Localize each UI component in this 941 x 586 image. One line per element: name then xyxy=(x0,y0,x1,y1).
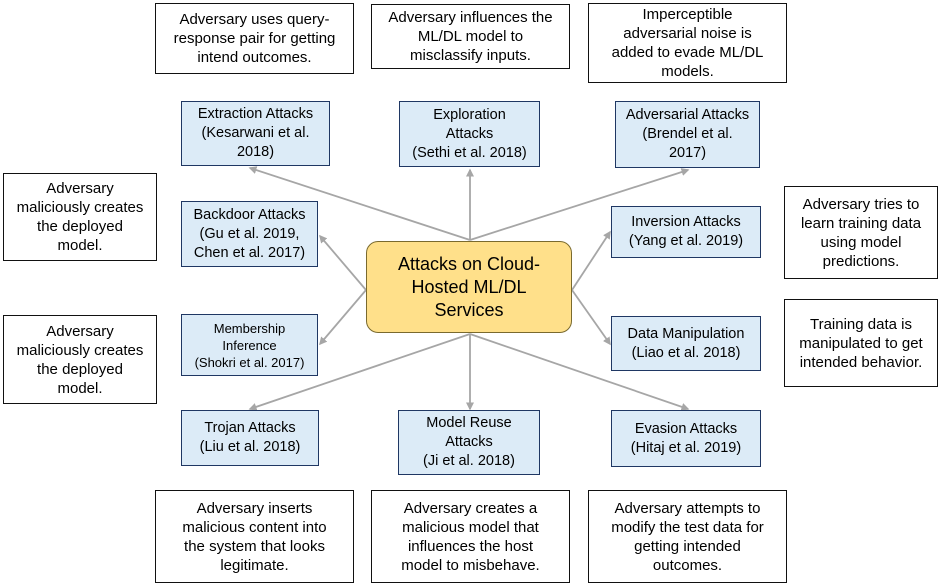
attack-membership: Membership Inference (Shokri et al. 2017… xyxy=(181,314,318,376)
description-inversion: Adversary tries to learn training data u… xyxy=(784,186,938,279)
attack-exploration: Exploration Attacks (Sethi et al. 2018) xyxy=(399,101,540,167)
description-trojan: Adversary inserts malicious content into… xyxy=(155,490,354,583)
description-model-reuse: Adversary creates a malicious model that… xyxy=(371,490,570,583)
attack-model-reuse: Model Reuse Attacks (Ji et al. 2018) xyxy=(398,410,540,475)
arrow-to-adversarial xyxy=(469,168,690,241)
attack-data-manipulation: Data Manipulation (Liao et al. 2018) xyxy=(611,316,761,371)
attack-trojan: Trojan Attacks (Liu et al. 2018) xyxy=(181,410,319,466)
arrow-to-extraction xyxy=(248,166,471,241)
arrow-to-evasion xyxy=(469,333,690,411)
arrow-to-data-manipulation xyxy=(571,289,611,346)
attack-inversion: Inversion Attacks (Yang et al. 2019) xyxy=(611,206,761,258)
description-exploration: Adversary influences the ML/DL model to … xyxy=(371,4,570,69)
arrow-to-inversion xyxy=(571,230,611,291)
description-backdoor: Adversary maliciously creates the deploy… xyxy=(3,173,157,261)
description-evasion: Adversary attempts to modify the test da… xyxy=(588,490,787,583)
description-data-manipulation: Training data is manipulated to get inte… xyxy=(784,299,938,387)
attack-adversarial: Adversarial Attacks (Brendel et al. 2017… xyxy=(615,101,760,168)
arrow-to-trojan xyxy=(248,333,471,411)
description-membership: Adversary maliciously creates the deploy… xyxy=(3,315,157,404)
description-adversarial: Imperceptible adversarial noise is added… xyxy=(588,3,787,83)
attack-backdoor: Backdoor Attacks (Gu et al. 2019, Chen e… xyxy=(181,201,318,267)
attack-extraction: Extraction Attacks (Kesarwani et al. 201… xyxy=(181,101,330,166)
attack-evasion: Evasion Attacks (Hitaj et al. 2019) xyxy=(611,410,761,467)
arrow-to-membership xyxy=(319,289,367,346)
arrow-to-backdoor xyxy=(319,234,367,291)
center-node: Attacks on Cloud- Hosted ML/DL Services xyxy=(366,241,572,333)
description-extraction: Adversary uses query- response pair for … xyxy=(155,3,354,74)
